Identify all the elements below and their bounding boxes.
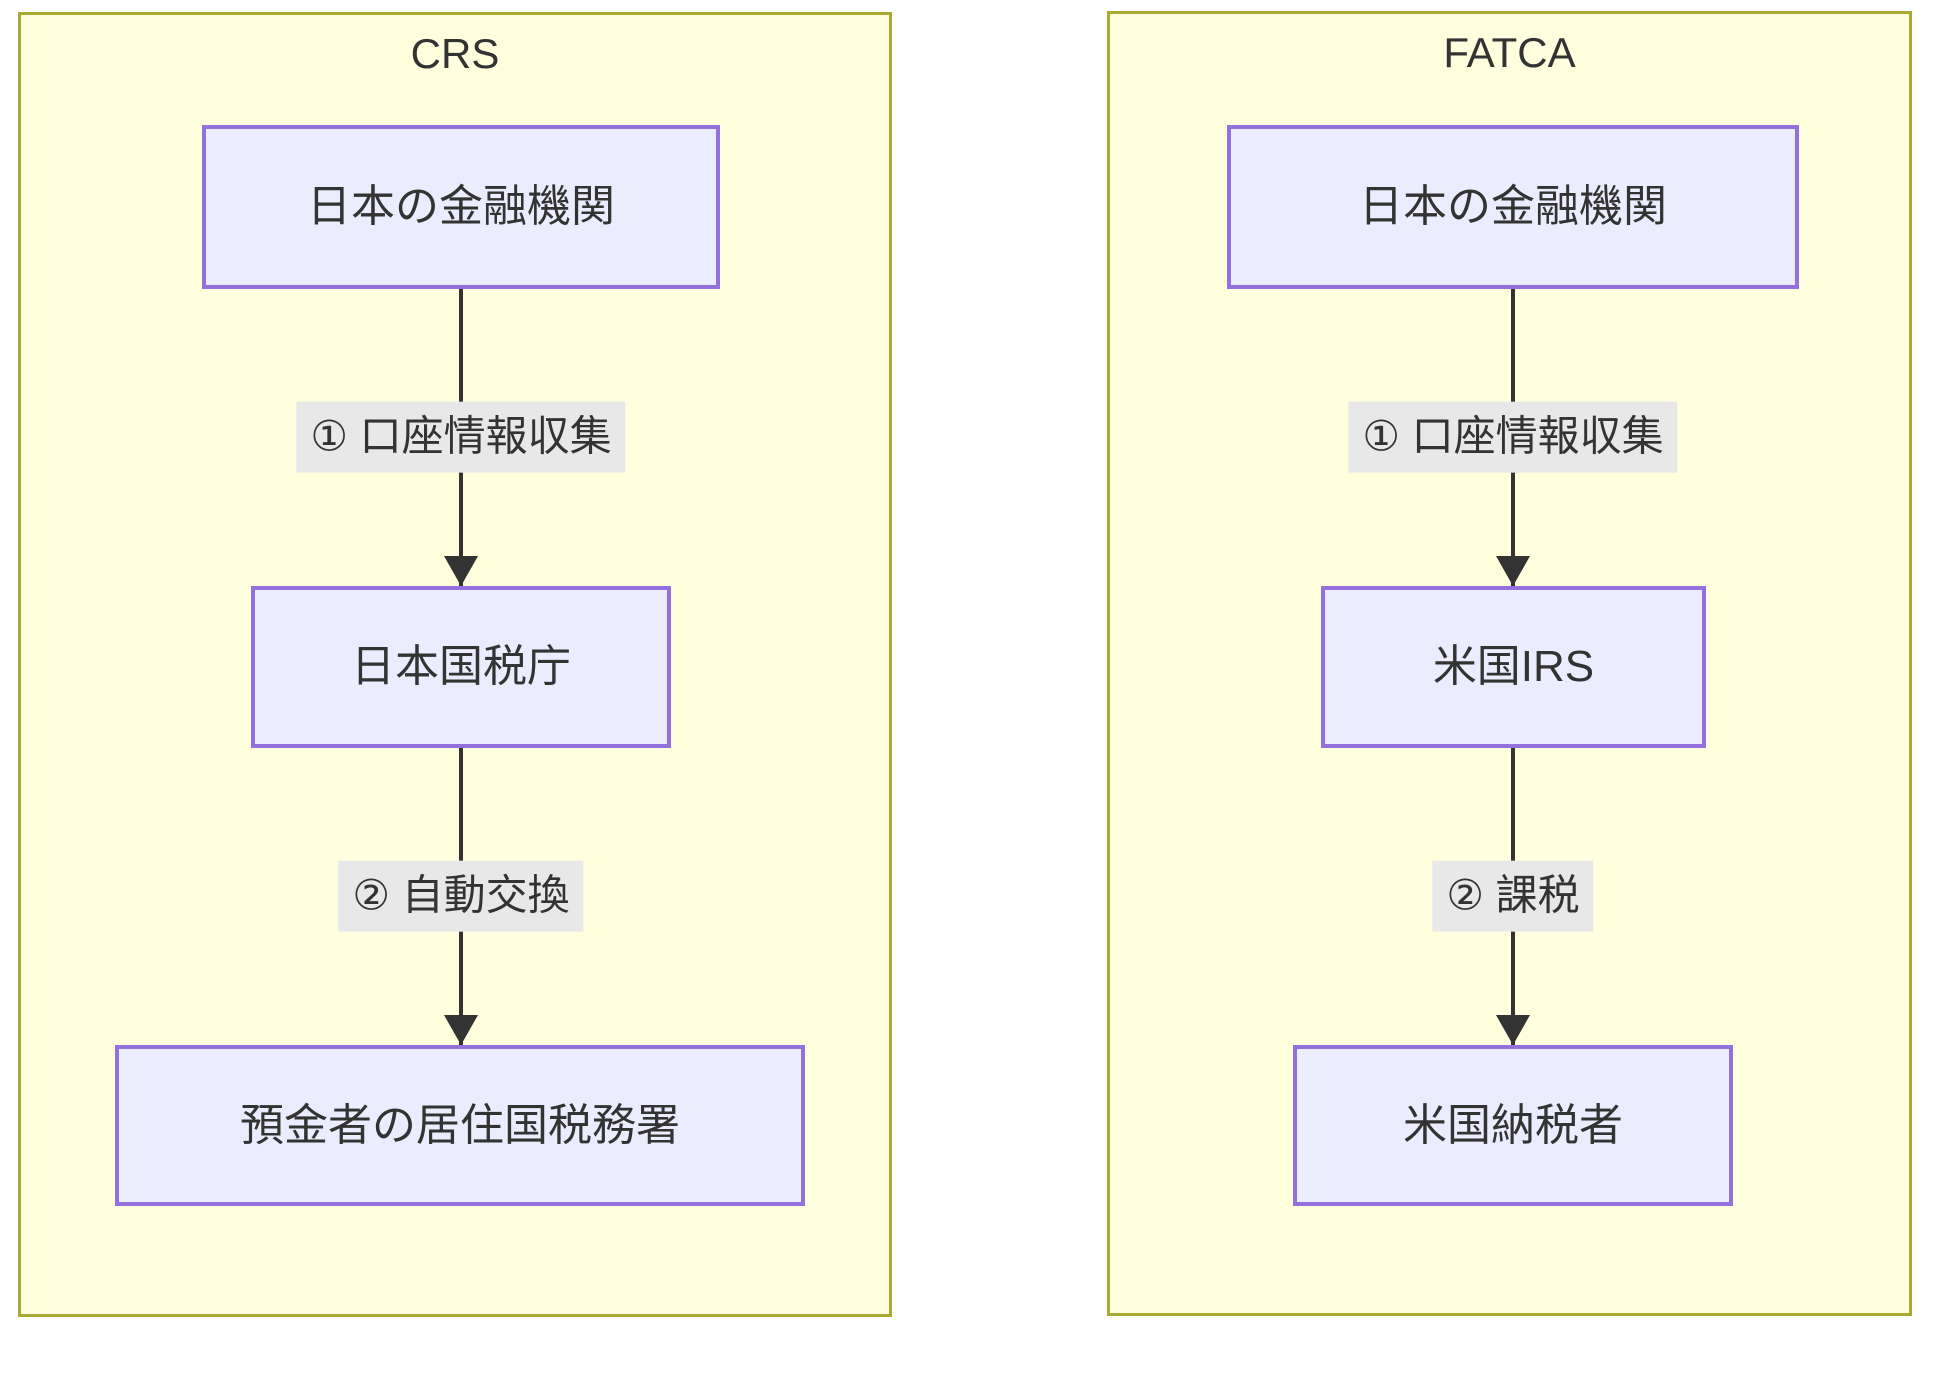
node-us-taxpayer: 米国納税者 <box>1293 1045 1733 1206</box>
cluster-crs: CRS 日本の金融機関 ① 口座情報収集 日本国税庁 ② 自動交換 預金者の居住… <box>18 12 892 1317</box>
node-japan-national-tax-agency: 日本国税庁 <box>251 586 671 748</box>
edge-label-account-info-collection: ① 口座情報収集 <box>1348 401 1678 473</box>
node-japan-financial-institution: 日本の金融機関 <box>1227 125 1799 289</box>
edge-label-automatic-exchange: ② 自動交換 <box>338 860 584 932</box>
node-label: 米国IRS <box>1432 642 1595 692</box>
node-label: 預金者の居住国税務署 <box>240 1100 680 1150</box>
arrowhead-down-icon <box>444 556 478 586</box>
node-label: 日本国税庁 <box>351 642 571 692</box>
cluster-crs-title: CRS <box>410 30 500 77</box>
node-us-irs: 米国IRS <box>1321 586 1706 748</box>
edge-label-account-info-collection: ① 口座情報収集 <box>296 401 626 473</box>
node-japan-financial-institution: 日本の金融機関 <box>202 125 720 289</box>
cluster-fatca-title: FATCA <box>1443 29 1576 76</box>
node-depositor-residence-country-tax-office: 預金者の居住国税務署 <box>115 1045 805 1206</box>
arrowhead-down-icon <box>1496 556 1530 586</box>
edge-label-taxation: ② 課税 <box>1432 860 1594 932</box>
arrowhead-down-icon <box>444 1015 478 1045</box>
cluster-fatca: FATCA 日本の金融機関 ① 口座情報収集 米国IRS ② 課税 米国納税者 <box>1107 11 1912 1316</box>
node-label: 日本の金融機関 <box>307 182 615 232</box>
arrowhead-down-icon <box>1496 1015 1530 1045</box>
node-label: 日本の金融機関 <box>1359 182 1667 232</box>
node-label: 米国納税者 <box>1403 1100 1623 1150</box>
